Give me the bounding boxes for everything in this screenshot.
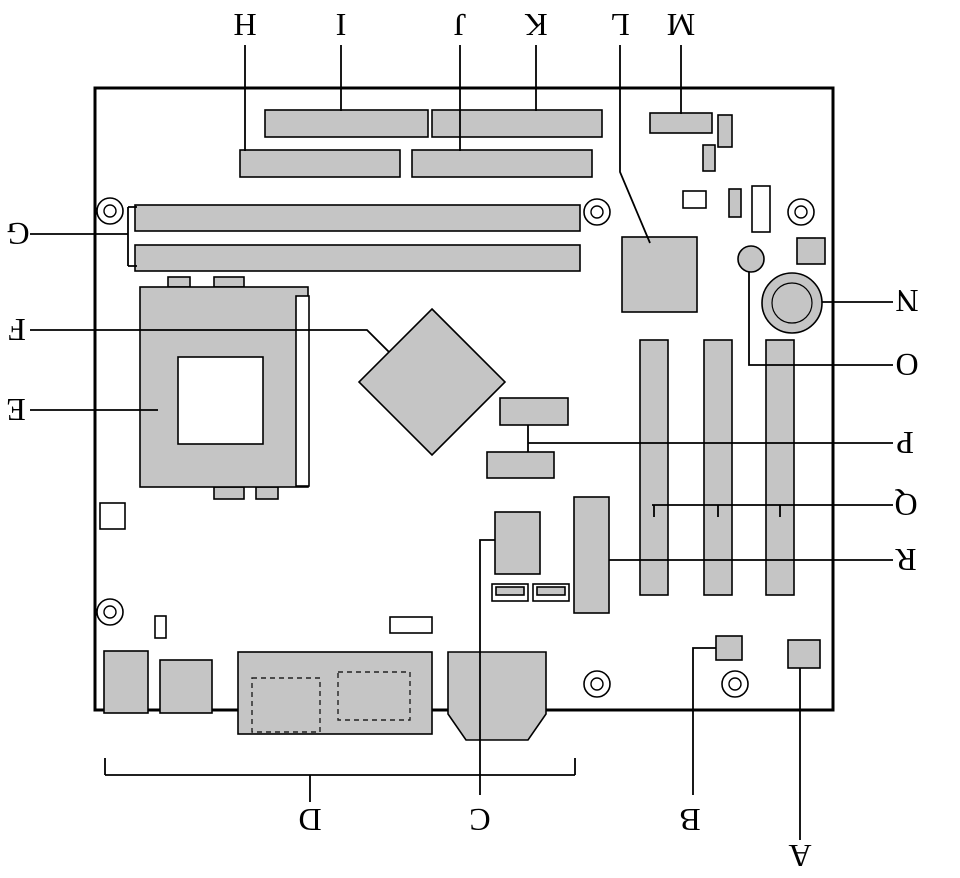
label-l: L [610, 7, 630, 43]
callout-lines [30, 45, 893, 840]
callout-l [619, 45, 651, 244]
callout-b [692, 647, 716, 795]
backpanel-dashed-1 [251, 677, 321, 733]
label-r: R [895, 542, 917, 578]
connector-small-5 [751, 185, 771, 233]
cpu-socket-lever [295, 295, 310, 487]
small-part-1 [389, 616, 433, 634]
callout-q [652, 504, 893, 517]
chipset-diamond [357, 307, 507, 457]
component-a [787, 639, 821, 669]
label-j: J [454, 7, 466, 43]
pci-slot-2 [703, 339, 733, 596]
connector-p-1 [499, 397, 569, 426]
cpu-socket-tab-3 [213, 486, 245, 500]
component-b [715, 635, 743, 661]
label-k: K [524, 7, 547, 43]
mounting-holes [96, 197, 815, 698]
callout-labels: H I J K L M G F E N O P Q R D C B A [6, 7, 918, 874]
connector-small-3 [682, 190, 707, 209]
slot-k [431, 109, 603, 138]
cpu-socket-tab-1 [167, 276, 191, 288]
connector-small-2 [702, 144, 716, 172]
label-i: I [336, 7, 347, 43]
label-m: M [667, 7, 695, 43]
label-p: P [896, 425, 914, 461]
pci-slot-1 [639, 339, 669, 596]
mounting-hole-4-inner [103, 605, 117, 619]
label-f: F [8, 312, 26, 348]
label-o: O [895, 347, 918, 383]
backpanel-connector-1 [103, 650, 149, 714]
mounting-hole-1-inner [103, 204, 117, 218]
mounting-hole-5-inner [590, 677, 604, 691]
cpu-socket-center [177, 356, 264, 445]
header-2-key [536, 586, 566, 596]
header-1-key [495, 586, 525, 596]
slot-h [239, 149, 401, 178]
dimm-slot-1 [134, 204, 581, 232]
callout-c [479, 539, 495, 795]
connector-small-4 [728, 188, 742, 218]
round-component-o [737, 245, 765, 273]
pci-slot-3 [765, 339, 795, 596]
label-n: N [895, 283, 918, 319]
chip-l [621, 236, 698, 313]
label-h: H [233, 7, 256, 43]
callout-g [30, 206, 137, 267]
label-c: C [469, 802, 490, 838]
dimm-slot-2 [134, 244, 581, 272]
label-d: D [298, 802, 321, 838]
connector-m [649, 112, 713, 134]
connector-small-1 [717, 114, 733, 148]
mounting-hole-6-inner [728, 677, 742, 691]
callout-p [527, 425, 893, 452]
label-a: A [788, 838, 811, 874]
backpanel-connector-2 [159, 659, 213, 714]
battery [761, 272, 823, 334]
cpu-socket-tab-2 [213, 276, 245, 288]
backpanel-connector-3 [237, 651, 433, 735]
callout-o [748, 272, 893, 366]
callout-d [104, 758, 576, 802]
component-c [494, 511, 541, 575]
label-e: E [6, 392, 26, 428]
small-part-3 [99, 502, 126, 530]
label-b: B [679, 802, 700, 838]
small-part-2 [154, 615, 167, 639]
connector-small-6 [796, 237, 826, 265]
cpu-socket-tab-4 [255, 486, 279, 500]
connector-r [573, 496, 610, 614]
connector-p-2 [486, 451, 555, 479]
mounting-hole-3-inner [794, 205, 808, 219]
label-g: G [6, 216, 29, 252]
mounting-hole-2-inner [590, 205, 604, 219]
callout-f [30, 329, 390, 353]
backpanel-dashed-2 [337, 671, 411, 721]
slot-j [411, 149, 593, 178]
battery-inner-ring [771, 282, 813, 324]
slot-i [264, 109, 429, 138]
label-q: Q [894, 487, 917, 523]
backpanel-connector-4 [447, 651, 547, 741]
